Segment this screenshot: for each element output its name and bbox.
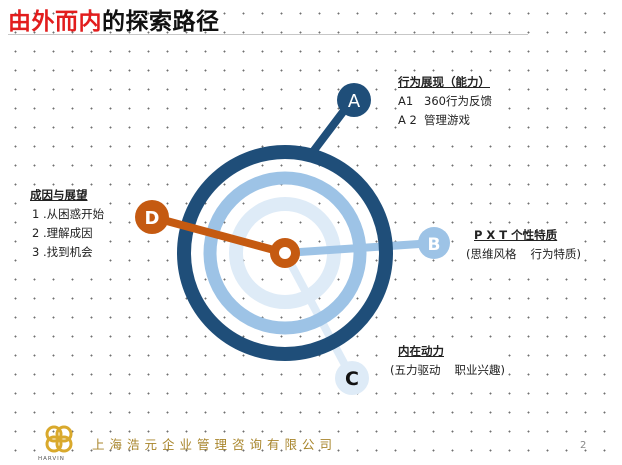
node-b-label: B [428,235,441,255]
title-rest: 的探索路径 [102,9,220,35]
block-a-item-code: A 2 [398,113,417,127]
block-c: 内在动力 (五力驱动职业兴趣) [390,342,505,380]
node-c-label: C [345,368,359,390]
block-d-item: 1 .从困惑开始 [32,207,105,221]
node-d-label: D [145,208,160,229]
block-a-item: A 2 管理游戏 [398,111,492,130]
block-d: 成因与展望 1 .从困惑开始 2 .理解成因 3 .找到机会 [30,186,105,262]
block-d-item: 2 .理解成因 [32,226,93,240]
block-b-left: (思维风格 [466,247,517,261]
connector-d [148,213,289,257]
node-b-circle [418,227,450,259]
block-c-heading: 内在动力 [398,344,444,358]
node-d-circle [135,200,169,234]
block-c-right: 职业兴趣) [454,363,506,377]
middle-ring [203,171,367,335]
node-a-label: A [348,91,361,112]
block-b-heading: P X T 个性特质 [474,228,558,242]
block-a-item-code: A1 [398,94,414,108]
connector-b [281,239,438,257]
title-underline [8,34,528,35]
logo-text: HARVIN [38,456,65,462]
block-a-item-text: 管理游戏 [424,113,470,127]
page-number: 2 [580,440,587,451]
title-highlight: 由外而内 [8,9,102,35]
block-a-item-text: 360行为反馈 [424,94,492,108]
outer-ring [177,145,393,361]
harvin-logo-icon [45,425,73,453]
node-c-circle [335,361,369,395]
company-name: 上海浩元企业管理咨询有限公司 [92,437,338,452]
block-b: P X T 个性特质 (思维风格行为特质) [466,226,581,264]
block-a: 行为展现（能力） A1 360行为反馈 A 2 管理游戏 [398,73,492,130]
page-title: 由外而内的探索路径 [8,2,220,36]
block-a-item: A1 360行为反馈 [398,92,492,111]
block-d-item: 3 .找到机会 [32,245,93,259]
block-d-heading: 成因与展望 [30,188,88,202]
block-b-right: 行为特质) [530,247,582,261]
block-c-left: (五力驱动 [390,363,441,377]
block-a-heading: 行为展现（能力） [398,75,490,89]
center-hole [279,247,291,259]
node-a-circle [337,83,371,117]
